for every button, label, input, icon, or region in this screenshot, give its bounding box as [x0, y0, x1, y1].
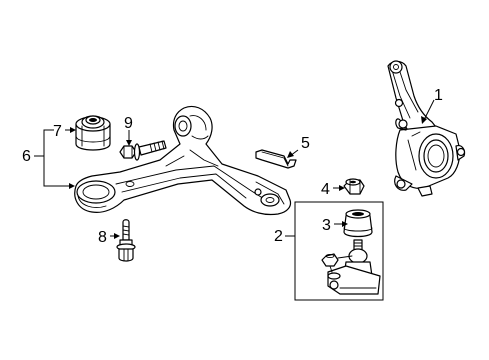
flange-bolt-icon [116, 219, 136, 262]
callout-4-leader [333, 185, 345, 191]
callout-9-label: 9 [124, 115, 133, 132]
callout-7-leader [65, 127, 76, 133]
callout-1-leader [421, 99, 435, 124]
callout-6-label: 6 [22, 148, 31, 165]
callout-8-leader [110, 233, 120, 239]
callout-9-leader [126, 130, 132, 146]
callout-6-leader [34, 129, 75, 189]
callout-5-leader [287, 149, 299, 158]
hex-nut-icon [343, 178, 365, 195]
ball-joint-icon [321, 239, 381, 295]
bolt-icon [119, 140, 167, 161]
callout-5-label: 5 [301, 135, 310, 152]
clip-icon [255, 149, 297, 169]
steering-knuckle-icon [387, 60, 466, 197]
callout-1-label: 1 [434, 87, 443, 104]
callout-8-label: 8 [98, 229, 107, 246]
callout-3-label: 3 [322, 217, 331, 234]
callout-3-leader [334, 221, 348, 227]
callout-2-label: 2 [274, 228, 283, 245]
lower-control-arm-icon [74, 105, 292, 216]
callout-4-label: 4 [321, 181, 330, 198]
ball-joint-boot-icon [343, 209, 373, 238]
callout-7-label: 7 [53, 123, 62, 140]
ball-joint-assembly-group [294, 201, 384, 301]
bushing-icon [75, 115, 111, 151]
